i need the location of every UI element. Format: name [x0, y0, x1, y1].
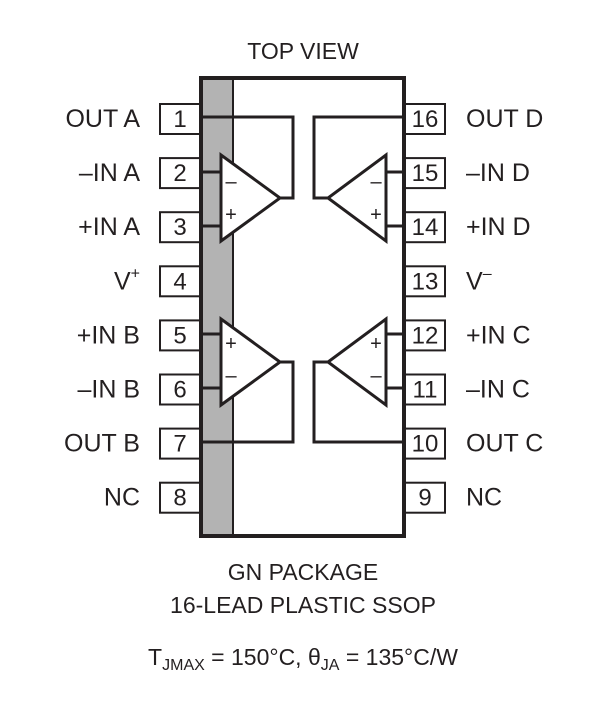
pin-label: V+ [114, 265, 140, 295]
pin-label: +IN C [466, 321, 531, 349]
pin-label: +IN B [77, 321, 140, 349]
opamp-b-plus: + [225, 333, 237, 355]
pin-7: 7 OUT B [64, 427, 201, 460]
pin-box [159, 157, 201, 190]
pin-box [404, 319, 446, 352]
opamp-a-minus: – [225, 171, 237, 193]
amplifier-c: + – [312, 316, 403, 444]
opamp-c-minus: – [370, 365, 382, 387]
opamp-b-triangle [219, 316, 283, 408]
pin-box [159, 319, 201, 352]
pin-13: 13 V– [404, 265, 492, 298]
pin-number: 7 [173, 431, 186, 458]
pin-2: 2 –IN A [79, 157, 201, 190]
pin-1: 1 OUT A [65, 103, 201, 135]
opamp-d-plus: + [370, 204, 382, 226]
pin-label: +IN A [78, 213, 140, 241]
pin-label: –IN B [77, 376, 140, 404]
pin-box [159, 211, 201, 244]
pin-number: 2 [173, 160, 186, 187]
pin-label: +IN D [466, 213, 531, 241]
pin-5: 5 +IN B [77, 319, 201, 352]
pin-3: 3 +IN A [78, 211, 201, 244]
opamp-a-plus: + [225, 204, 237, 226]
opamp-a-triangle [219, 152, 283, 244]
pin-box [404, 427, 446, 460]
pin-number: 13 [412, 268, 439, 295]
pin-10: 10 OUT C [404, 427, 543, 460]
pin-6: 6 –IN B [77, 373, 201, 406]
package-type: 16-LEAD PLASTIC SSOP [170, 592, 436, 618]
pin-label: OUT D [466, 105, 543, 133]
pin-number: 11 [413, 377, 438, 404]
pin-box [404, 373, 446, 406]
pin-label: V– [466, 265, 492, 295]
pin-label: –IN C [466, 376, 530, 404]
pin-number: 12 [412, 322, 439, 349]
pin-number: 15 [412, 160, 439, 187]
pin-number: 5 [173, 322, 186, 349]
amplifier-d: – + [312, 115, 403, 244]
pin-12: 12 +IN C [404, 319, 531, 352]
pin-box [159, 427, 201, 460]
pin-box [404, 265, 446, 298]
pin-box [159, 103, 201, 135]
pin-16: 16 OUT D [404, 103, 543, 135]
pin-15: 15 –IN D [404, 157, 530, 190]
pin-number: 14 [412, 214, 439, 241]
pin-label: OUT A [65, 105, 140, 133]
pin-4: 4 V+ [114, 265, 201, 298]
opamp-c-plus: + [370, 333, 382, 355]
pin-number: 1 [173, 106, 186, 133]
pin-label: NC [104, 484, 140, 512]
pin-number: 10 [412, 431, 439, 458]
pin-box [404, 211, 446, 244]
opamp-c-triangle [325, 316, 388, 408]
pin-number: 8 [173, 485, 186, 512]
pin-11: 11 –IN C [404, 373, 530, 406]
thermal-spec: TJMAX = 150°C, θJA = 135°C/W [148, 644, 458, 674]
pin-number: 16 [412, 106, 439, 133]
pin-number: 9 [418, 485, 431, 512]
opamp-d-minus: – [370, 171, 382, 193]
pin-number: 4 [173, 268, 186, 295]
package-name: GN PACKAGE [228, 559, 378, 585]
pin-9: 9 NC [404, 481, 502, 514]
pin-box [404, 157, 446, 190]
pin-label: –IN A [79, 159, 140, 187]
package-body [199, 76, 406, 538]
pin-8: 8 NC [104, 481, 201, 514]
opamp-b-minus: – [225, 365, 237, 387]
pin-label: OUT B [64, 430, 140, 458]
diagram-title: TOP VIEW [247, 38, 359, 64]
pin-number: 6 [173, 377, 186, 404]
pin-box [159, 373, 201, 406]
pin-14: 14 +IN D [404, 211, 531, 244]
pin-label: OUT C [466, 430, 543, 458]
pin-number: 3 [173, 214, 186, 241]
pin-box [159, 265, 201, 298]
pin1-index-stripe [203, 80, 233, 534]
amplifier-a: – + [203, 115, 295, 244]
pin-box [404, 481, 446, 514]
pin-label: –IN D [466, 159, 530, 187]
left-pins: 1 OUT A 2 –IN A 3 +IN A 4 V+ 5 +IN B 6 –IN B 7 OUT B 8… [64, 103, 201, 514]
amplifier-b: + – [203, 316, 295, 444]
pin-label: NC [466, 484, 502, 512]
pin-box [404, 103, 446, 135]
pin-box [159, 481, 201, 514]
opamp-d-triangle [325, 152, 388, 244]
